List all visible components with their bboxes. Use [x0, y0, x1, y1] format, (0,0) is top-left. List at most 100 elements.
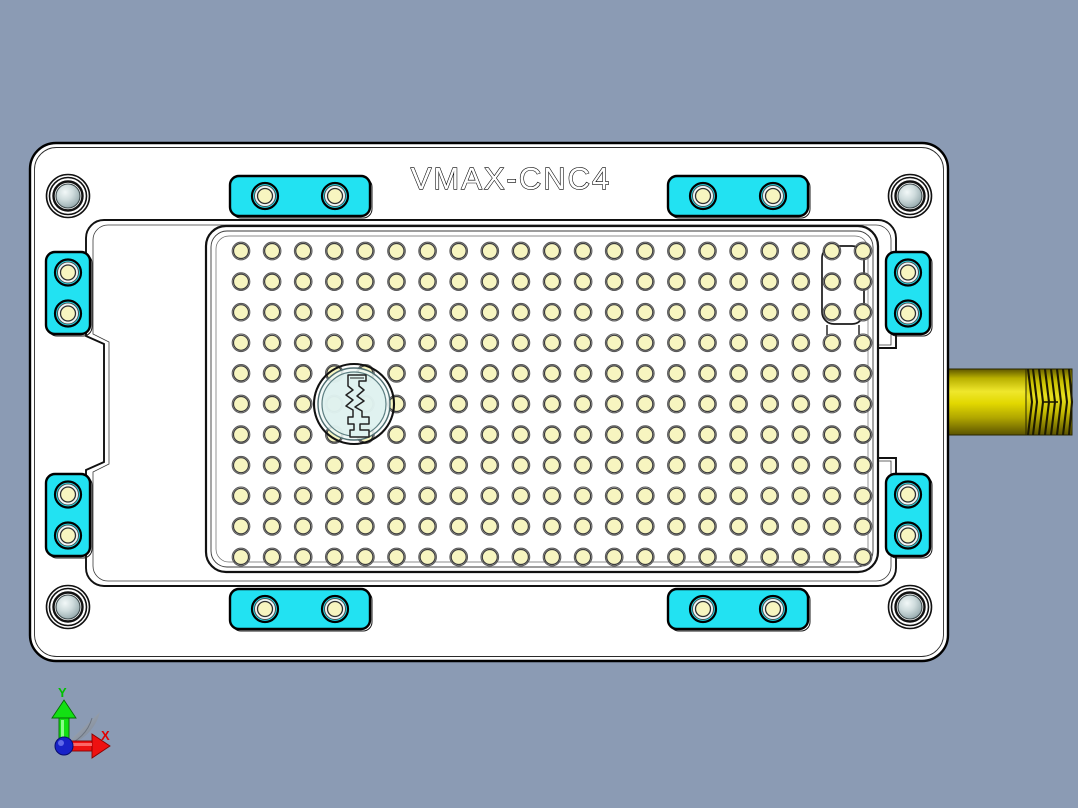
vacuum-hole-ring [542, 517, 562, 536]
clamp-pad-bottom-right[interactable] [666, 587, 811, 632]
corner-hole-ring [890, 176, 930, 216]
corner-hole-top-right[interactable] [887, 173, 933, 219]
vacuum-hole-ring [791, 333, 811, 353]
vacuum-hole-ring [262, 394, 282, 414]
vacuum-hole [264, 548, 281, 566]
vacuum-hole-ring [356, 333, 375, 353]
vacuum-hole-ring [698, 333, 717, 353]
vacuum-hole-ring [293, 425, 313, 444]
vacuum-hole-ring [604, 272, 624, 291]
vacuum-hole-ring [573, 455, 593, 475]
vacuum-hole-ring [418, 241, 437, 261]
vacuum-hole-ring [822, 272, 842, 291]
vacuum-hole-ring [729, 394, 748, 414]
vacuum-hole [388, 242, 405, 260]
vacuum-hole [512, 457, 530, 474]
vacuum-hole [512, 304, 530, 321]
vacuum-hole [295, 548, 312, 566]
vacuum-hole [606, 242, 623, 260]
clamp-pad-right-lower[interactable] [884, 472, 933, 559]
vacuum-hole-ring [853, 241, 873, 261]
corner-hole-top-left[interactable] [45, 173, 91, 219]
vacuum-hole-ring [667, 241, 686, 261]
vacuum-hole-ring [324, 302, 344, 322]
clamp-pads[interactable] [44, 174, 933, 632]
vacuum-hole-ring [853, 486, 873, 506]
vacuum-hole-ring [418, 364, 437, 383]
clamp-pad-bolt-hole [256, 187, 274, 205]
vacuum-hole-ring [511, 455, 531, 475]
clamp-pad-counterbore-ring [320, 594, 350, 624]
vacuum-hole-ring [262, 547, 282, 567]
vacuum-hole-ring [791, 394, 811, 414]
vacuum-hole [574, 487, 592, 504]
vacuum-hole [730, 365, 747, 382]
vacuum-hole-ring [293, 241, 313, 261]
vacuum-hole-ring [604, 455, 624, 475]
vacuum-hole [606, 395, 623, 413]
vacuum-hole [388, 518, 405, 535]
clamp-pad-left-lower[interactable] [44, 472, 93, 559]
vacuum-hole [699, 487, 716, 504]
vacuum-hole-ring [387, 302, 406, 322]
corner-hole-bottom-left[interactable] [45, 584, 91, 630]
vacuum-hole [295, 334, 312, 351]
vacuum-hole [668, 426, 685, 443]
vacuum-hole [792, 548, 809, 566]
vacuum-hole-ring [480, 302, 500, 322]
vacuum-hole [264, 242, 281, 260]
vacuum-hole-ring [604, 333, 624, 353]
vacuum-hole-ring [698, 517, 717, 536]
clamp-pad-bottom-left[interactable] [228, 587, 373, 632]
vacuum-hole-ring [698, 394, 717, 414]
vacuum-hole [326, 457, 343, 474]
vacuum-hole-ring [324, 486, 344, 506]
corner-hole-bottom-right[interactable] [887, 584, 933, 630]
clamp-pad-top-left[interactable] [228, 174, 373, 219]
vacuum-hole [543, 273, 561, 290]
vacuum-hole-ring [604, 302, 624, 322]
vacuum-hole-ring [760, 547, 780, 567]
axis-triad[interactable]: X Y [51, 685, 111, 759]
clamp-pad-top-right[interactable] [666, 174, 811, 219]
axis-origin-highlight [58, 740, 64, 746]
vacuum-hole [326, 487, 343, 504]
vacuum-hole [450, 487, 467, 504]
vacuum-hole-ring [635, 517, 655, 536]
corner-mounting-holes[interactable] [45, 173, 933, 630]
vacuum-hole-ring [480, 333, 500, 353]
vacuum-hole [264, 365, 281, 382]
vacuum-hole-ring [635, 241, 655, 261]
vacuum-hole [264, 426, 281, 443]
vacuum-hole-ring [698, 241, 717, 261]
clamp-pad-right-upper[interactable] [884, 250, 933, 337]
vacuum-hole-ring [853, 425, 873, 444]
vacuum-hole [730, 242, 747, 260]
vacuum-hole [388, 304, 405, 321]
plate-outer-edge-inner [34, 147, 944, 657]
vacuum-port[interactable] [943, 368, 1074, 436]
clamp-pad-left-upper[interactable] [44, 250, 93, 337]
vacuum-hole-ring [791, 364, 811, 383]
vacuum-hole-ring [729, 455, 748, 475]
clamp-pad-bolt-hole [59, 527, 77, 544]
vacuum-hole [823, 548, 841, 566]
vacuum-hole-ring [387, 486, 406, 506]
vacuum-hole [823, 518, 841, 535]
axis-y-arrow [51, 699, 77, 747]
vacuum-hole [232, 457, 250, 474]
vacuum-hole [761, 273, 778, 290]
vacuum-hole-ring [698, 547, 717, 567]
vacuum-hole-ring [449, 394, 469, 414]
vacuum-hole-ring [418, 394, 437, 414]
vacuum-hole-ring [231, 241, 251, 261]
vacuum-hole-ring [760, 394, 780, 414]
vacuum-hole-ring [573, 425, 593, 444]
corner-hole-metal-face [897, 183, 923, 209]
center-logo-boss[interactable] [312, 362, 396, 446]
clamp-pad-counterbore-ring [250, 181, 280, 211]
vacuum-hole [232, 365, 250, 382]
vacuum-hole-ring [791, 455, 811, 475]
